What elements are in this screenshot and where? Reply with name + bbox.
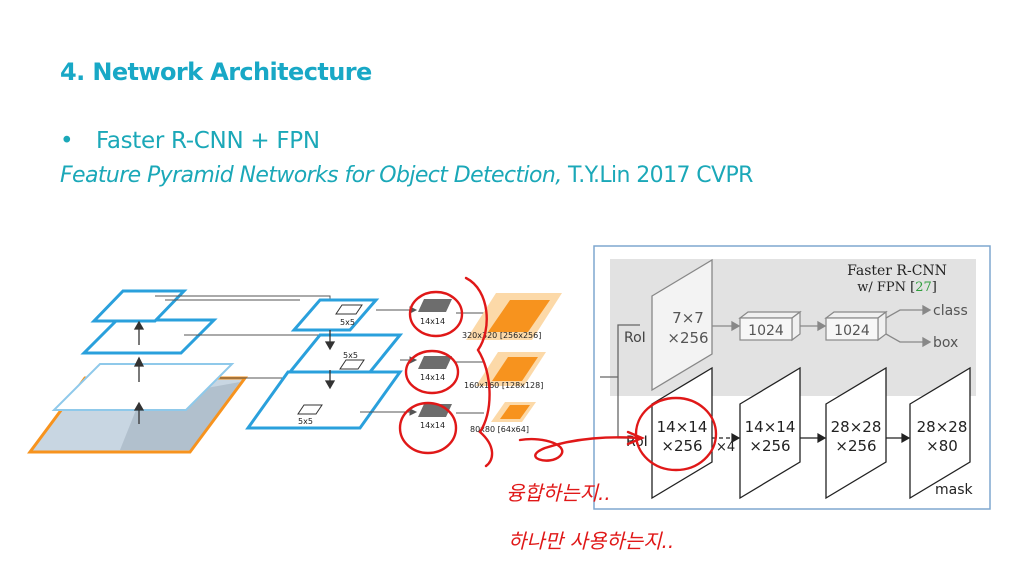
svg-text:×80: ×80 — [926, 437, 958, 455]
topdown-arrows — [324, 330, 336, 390]
mask-slab-3: 28×28 ×256 — [825, 366, 887, 500]
ink-circle-roi-3 — [398, 401, 458, 455]
roi-size-label: 14x14 — [420, 317, 445, 326]
svg-text:28×28: 28×28 — [831, 418, 882, 436]
bullet-dot: • — [60, 128, 74, 154]
head-title: Faster R-CNN — [847, 263, 947, 279]
bottomup-layer-2 — [51, 363, 235, 411]
head-subtitle: w/ FPN [27] — [857, 280, 937, 295]
ink-bracket — [464, 276, 494, 468]
page-title: 4. Network Architecture — [60, 58, 372, 86]
svg-text:28×28: 28×28 — [917, 418, 968, 436]
ink-circle-roi-2 — [404, 349, 460, 395]
output-size-label: 320x320 [256x256] — [462, 331, 541, 340]
roi-feature-3: 14x14 — [418, 404, 452, 430]
topdown-layer-large — [245, 370, 403, 430]
mask-slab-2: 14×14 ×256 — [739, 366, 801, 500]
box-feature-channels: ×256 — [667, 329, 708, 347]
svg-text:×256: ×256 — [749, 437, 790, 455]
fc1-label: 1024 — [748, 323, 784, 339]
ink-arrow — [518, 436, 642, 462]
box-output-label: box — [933, 335, 958, 351]
repeat-label: ×4 — [716, 440, 735, 455]
bottomup-arrows — [133, 320, 145, 424]
mask-arrow-3 — [886, 432, 911, 444]
head-figure: Faster R-CNN w/ FPN [27] RoI 7×7 ×256 10… — [593, 245, 991, 510]
svg-text:×256: ×256 — [661, 437, 702, 455]
pool-region-1: 5x5 — [335, 304, 363, 327]
roi-size-label: 14x14 — [420, 421, 445, 430]
pool-label: 5x5 — [343, 351, 358, 360]
mask-slab-4: 28×28 ×80 — [909, 366, 971, 500]
topdown-layer-mid — [286, 333, 404, 374]
svg-text:14×14: 14×14 — [657, 418, 708, 436]
output-map-1: 320x320 [256x256] — [462, 293, 562, 340]
ink-annotations — [398, 276, 718, 472]
paper-title: Feature Pyramid Networks for Object Dete… — [60, 163, 562, 188]
svg-text:×256: ×256 — [835, 437, 876, 455]
ink-circle-head — [634, 396, 718, 472]
output-map-2: 160x160 [128x128] — [464, 352, 546, 390]
ink-note-line1: 융합하는지.. — [506, 481, 611, 505]
paper-reference: T.Y.Lin 2017 CVPR — [561, 163, 753, 188]
box-feature-size: 7×7 — [672, 309, 704, 327]
bottomup-layer-4 — [90, 289, 188, 323]
fc1-box: 1024 — [738, 310, 802, 342]
output-size-label: 160x160 [128x128] — [464, 381, 543, 390]
roi-feature-1: 14x14 — [418, 299, 452, 326]
pool-label: 5x5 — [340, 318, 355, 327]
ink-note-line2: 하나만 사용하는지.. — [508, 529, 674, 553]
fc-arrows — [712, 304, 932, 348]
paper-citation: Feature Pyramid Networks for Object Dete… — [60, 163, 753, 188]
pool-region-3: 5x5 — [297, 404, 323, 426]
pool-region-2: 5x5 — [339, 351, 365, 370]
roi-feature-2: 14x14 — [418, 356, 452, 382]
svg-text:14×14: 14×14 — [745, 418, 796, 436]
ink-circle-roi-1 — [408, 290, 464, 338]
mask-output-label: mask — [935, 482, 974, 498]
fc2-box: 1024 — [824, 310, 888, 342]
box-feature-slab — [651, 258, 713, 392]
roi-size-label: 14x14 — [420, 373, 445, 382]
fc2-label: 1024 — [834, 323, 870, 339]
bullet-text: Faster R-CNN + FPN — [96, 128, 320, 154]
bullet-item: • Faster R-CNN + FPN — [60, 128, 320, 154]
fpn-figure: 5x5 5x5 5x5 14x14 14x14 — [27, 289, 562, 454]
roi-label-top: RoI — [624, 330, 646, 346]
topdown-layer-small — [290, 298, 380, 332]
bottomup-layer-3 — [80, 318, 218, 355]
output-size-label: 80x80 [64x64] — [470, 425, 529, 434]
pool-label: 5x5 — [298, 417, 313, 426]
output-map-3: 80x80 [64x64] — [470, 402, 536, 434]
mask-arrow-2 — [800, 432, 827, 444]
class-output-label: class — [933, 303, 968, 319]
